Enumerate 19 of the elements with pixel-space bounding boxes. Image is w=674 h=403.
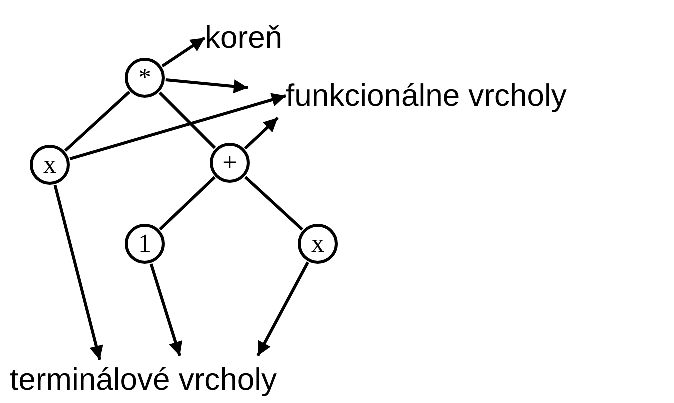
tree-node-circle: + xyxy=(210,143,250,183)
arrow xyxy=(244,116,280,150)
arrow xyxy=(166,78,248,94)
arrow xyxy=(54,184,104,360)
tree-branch-line xyxy=(64,91,131,152)
annotation-label: terminálové vrcholy xyxy=(10,362,384,398)
annotation-label: funkcionálne vrcholy xyxy=(286,78,670,114)
tree-branch-line xyxy=(244,176,304,231)
arrow xyxy=(256,262,310,357)
tree-node-circle: x xyxy=(30,145,70,185)
arrow xyxy=(150,264,182,356)
tree-branch-line xyxy=(158,92,216,150)
tree-node-circle: 1 xyxy=(125,224,165,264)
tree-node-circle: x xyxy=(298,224,338,264)
tree-node-circle: * xyxy=(125,58,165,98)
arrow xyxy=(162,36,206,68)
annotation-label: koreň xyxy=(205,20,315,56)
tree-branch-line xyxy=(159,176,216,231)
arrow xyxy=(70,93,286,161)
